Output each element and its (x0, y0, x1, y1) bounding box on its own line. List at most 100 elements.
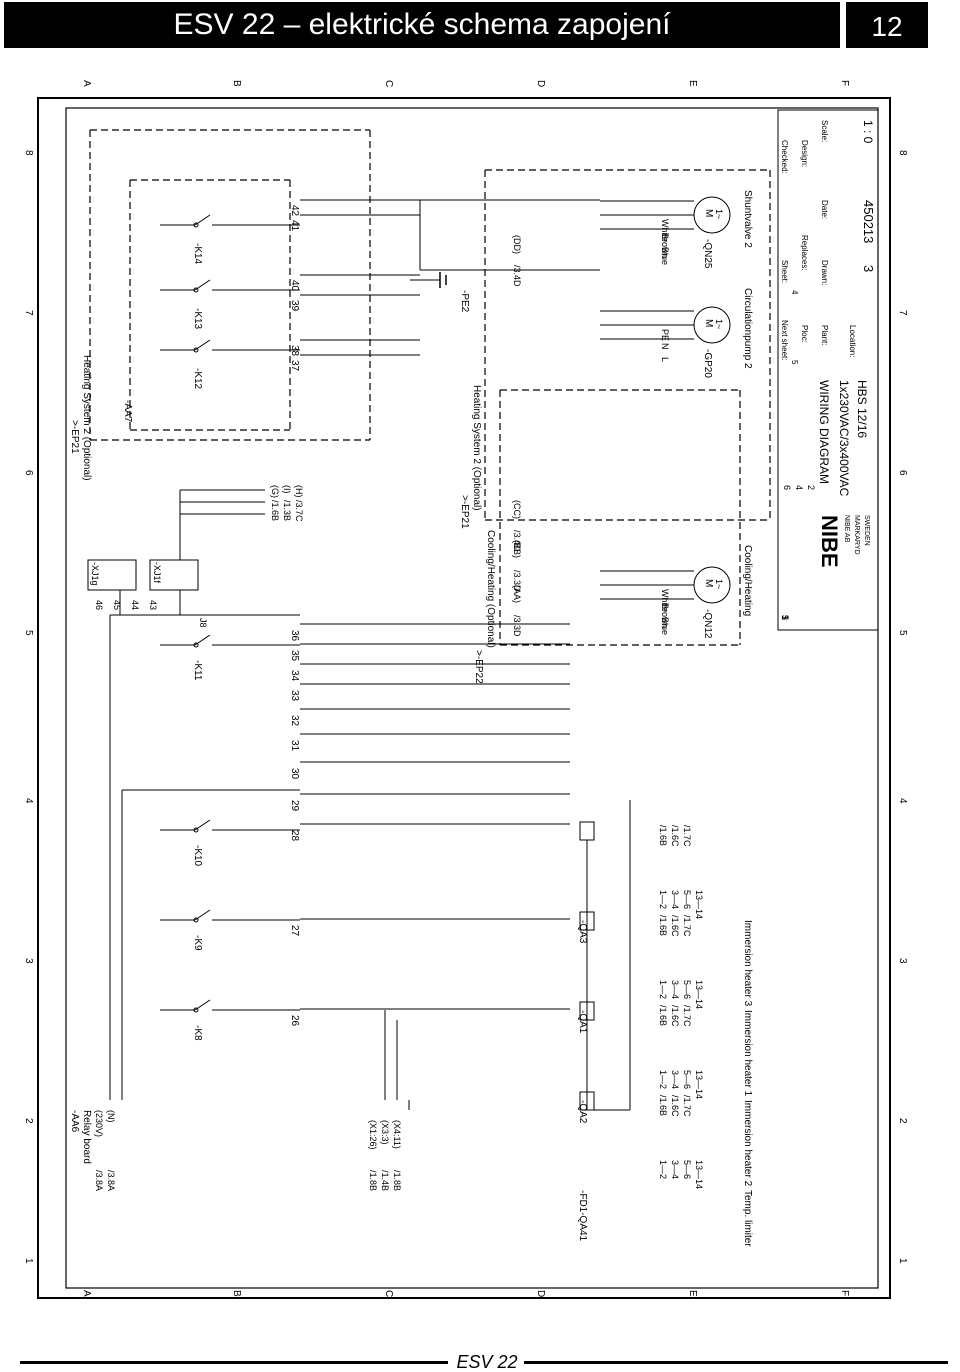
schematic-label: -XJ1g (90, 562, 100, 586)
schematic-label: 3—4 (670, 1070, 680, 1089)
frame-col-letter: E (687, 1290, 698, 1297)
schematic-label: 3—4 (670, 890, 680, 909)
schematic-label: /1.6C (670, 1095, 680, 1117)
schematic-label: 1~ (714, 209, 724, 219)
terminal-number: 26 (289, 1015, 300, 1027)
page-number: 12 (846, 2, 928, 48)
terminal-number: 44 (130, 600, 140, 610)
drawing-frame (37, 97, 891, 1299)
schematic-label: Immersion heater 1 (742, 1010, 753, 1097)
schematic-label: Circulationpump 2 (742, 288, 753, 369)
schematic-label: 5 (780, 615, 790, 620)
schematic-label: /1.6B (658, 1095, 668, 1116)
schematic-label: /1.3B (282, 500, 292, 521)
schematic-label: NIBE AB (843, 515, 850, 543)
schematic-label: -QN12 (702, 609, 713, 639)
schematic-label: /1.7C (682, 1005, 692, 1027)
schematic-label: -K8 (192, 1025, 203, 1041)
terminal-number: 35 (289, 650, 300, 662)
schematic-label: Blue (660, 247, 670, 265)
terminal-number: 34 (289, 670, 300, 682)
schematic-label: 5—6 (682, 980, 692, 999)
schematic-label: White (660, 589, 670, 612)
component-symbols (87, 196, 731, 1111)
schematic-label: 3—4 (670, 980, 680, 999)
frame-col-letter: B (231, 1290, 242, 1297)
terminal-number: 45 (112, 600, 122, 610)
schematic-label: /1.6C (670, 825, 680, 847)
schematic-label: /1.7C (682, 825, 692, 847)
frame-col-letter: D (535, 80, 546, 87)
schematic-label: Brown (660, 233, 670, 259)
page-title: ESV 22 – elektrické schema zapojení (173, 8, 671, 41)
footer-rule-right (524, 1361, 948, 1364)
schematic-label: 450213 (861, 200, 876, 243)
schematic-label: -QA1 (577, 1010, 588, 1034)
terminal-number: 37 (289, 360, 300, 372)
schematic-label: (X3:3) (380, 1120, 390, 1145)
schematic-label: -AA7 (122, 400, 133, 423)
schematic-label: (AA) (512, 585, 522, 603)
frame-row-number: 5 (23, 630, 34, 636)
schematic-label: Brown (660, 603, 670, 629)
schematic-label: /3.4D (512, 530, 522, 552)
schematic-label: /3.8A (106, 1170, 116, 1191)
schematic-label: /1.6B (658, 1005, 668, 1026)
terminal-number: 29 (289, 800, 300, 812)
schematic-label: 4 (794, 485, 804, 490)
terminal-number: 36 (289, 630, 300, 642)
schematic-label: -FD1-QA41 (577, 1190, 588, 1242)
schematic-label: -K12 (192, 368, 203, 390)
schematic-label: Blue (660, 617, 670, 635)
frame-col-letter: C (383, 80, 394, 87)
page-header-bar: ESV 22 – elektrické schema zapojení (4, 2, 840, 48)
schematic-label: /3.3D (512, 570, 522, 592)
schematic-label: -GP20 (702, 349, 713, 378)
frame-row-number: 4 (897, 798, 908, 804)
frame-col-letter: A (81, 80, 92, 87)
terminal-number: 38 (289, 345, 300, 357)
schematic-label: M (703, 579, 714, 587)
schematic-label: J8 (198, 618, 208, 628)
schematic-label: 1~ (714, 319, 724, 329)
schematic-label: 1—2 (658, 1070, 668, 1089)
frame-row-number: 8 (897, 150, 908, 156)
frame-row-number: 8 (23, 150, 34, 156)
terminal-number: 33 (289, 690, 300, 702)
schematic-label: Relay board (81, 1110, 92, 1164)
schematic-label: /1.6C (670, 1005, 680, 1027)
schematic-label: /3.7C (294, 500, 304, 522)
schematic-label: 5—6 (682, 1160, 692, 1179)
schematic-label: /1.4B (380, 1170, 390, 1191)
schematic-label: 5—6 (682, 1070, 692, 1089)
schematic-label: Scale: (820, 120, 829, 142)
frame-row-number: 7 (897, 310, 908, 316)
schematic-label: M (703, 319, 714, 327)
schematic-label: 1 : 0 (861, 120, 875, 144)
schematic-label: -K11 (192, 660, 203, 681)
wiring-lines (89, 129, 771, 1111)
schematic-label: White (660, 219, 670, 242)
schematic-label: (I) (282, 485, 292, 494)
schematic-label: NIBE (817, 515, 842, 568)
schematic-label: N (660, 343, 670, 350)
schematic-label: /3.8A (94, 1170, 104, 1191)
schematic-label: Temp. limiter (742, 1190, 753, 1247)
schematic-label: Ploc: (800, 325, 809, 343)
schematic-label: -PE2 (459, 290, 470, 313)
frame-row-number: 6 (897, 470, 908, 476)
schematic-label: Immersion heater 2 (742, 1100, 753, 1187)
schematic-label: 6 (782, 485, 792, 490)
schematic-label: 1—2 (658, 890, 668, 909)
frame-col-letter: F (839, 80, 850, 86)
frame-col-letter: F (839, 1290, 850, 1296)
schematic-label: /1.8B (368, 1170, 378, 1191)
schematic-label: 1 (780, 615, 790, 620)
schematic-label: >-EP22 (473, 650, 484, 684)
frame-col-letter: A (81, 1290, 92, 1297)
schematic-label: -K14 (192, 243, 203, 265)
schematic-label: Cooling/Heating (742, 545, 753, 616)
schematic-label: WIRING DIAGRAM (817, 380, 831, 484)
footer-label: ESV 22 (456, 1352, 518, 1372)
